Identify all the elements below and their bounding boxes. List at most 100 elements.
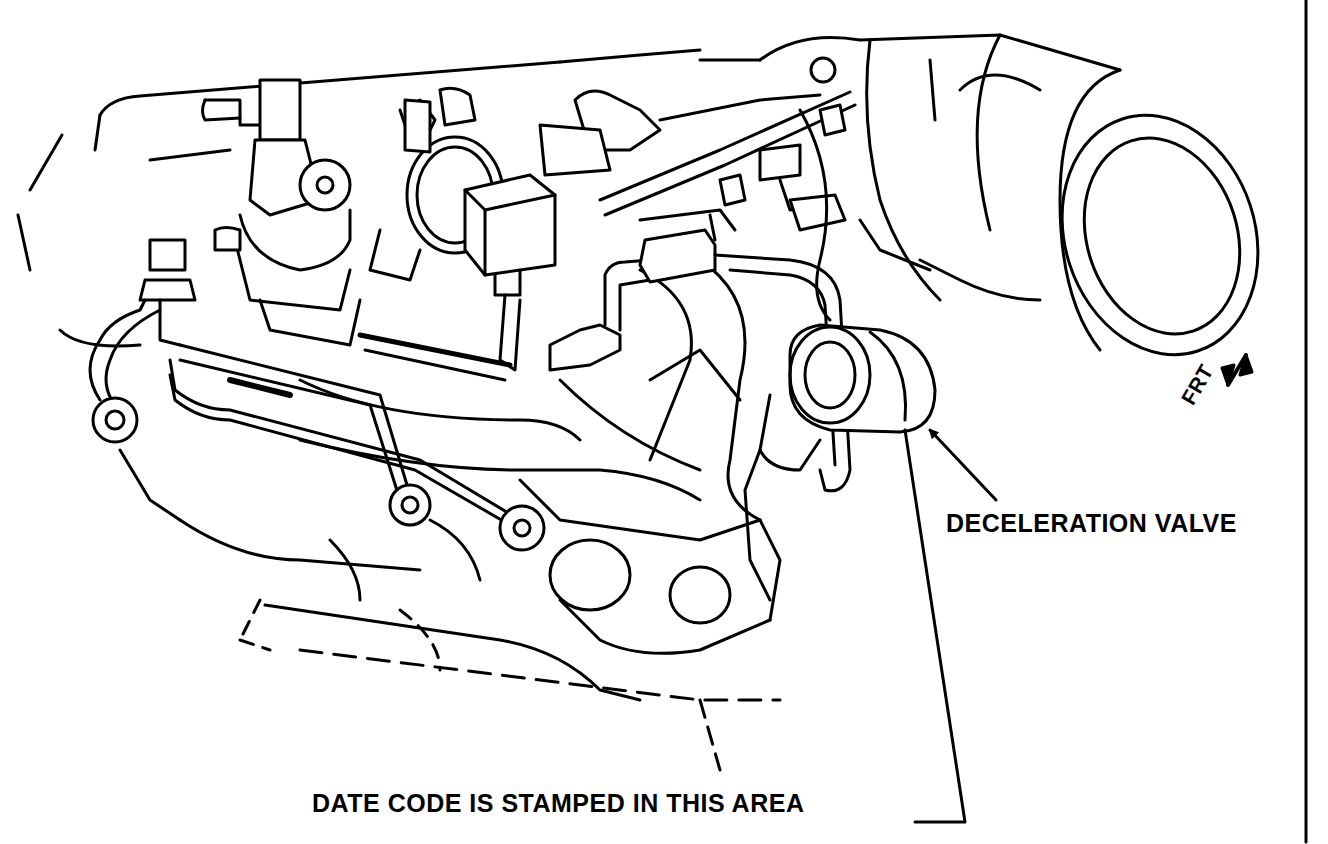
vacuum-hoses (710, 215, 715, 240)
air-injection-tube (514, 520, 530, 536)
engine-block (120, 450, 180, 520)
deceleration-valve (760, 395, 820, 470)
egr-valve (495, 270, 520, 295)
air-injection-tube (170, 360, 520, 520)
air-intake-duct (1032, 90, 1288, 381)
egr-valve (465, 175, 555, 275)
frame-line (1305, 0, 1308, 842)
check-valve (235, 240, 350, 310)
air-intake-duct (1060, 118, 1264, 355)
egr-valve (440, 88, 475, 125)
vacuum-hoses (550, 325, 620, 370)
exhaust-manifold (400, 610, 440, 670)
egr-valve (405, 100, 430, 152)
air-intake-duct (700, 59, 760, 62)
engine-block (18, 50, 780, 620)
egr-valve (465, 190, 555, 210)
check-valve (203, 100, 241, 120)
air-intake-duct (700, 35, 1288, 380)
exhaust-manifold (240, 520, 780, 770)
engine-block (520, 480, 760, 540)
air-injection-tube (402, 497, 418, 513)
front-arrow (1240, 355, 1252, 375)
air-injection-tube (230, 380, 290, 395)
deceleration-valve (745, 325, 935, 600)
air-intake-duct (1060, 70, 1120, 350)
air-intake-duct (960, 75, 1040, 90)
air-injection-tube (93, 398, 137, 442)
deceleration-valve (790, 327, 870, 423)
air-injection-tube (500, 506, 544, 550)
egr-valve (360, 335, 510, 365)
direction-label: FRT (1176, 361, 1217, 409)
engine-block (650, 350, 740, 400)
egr-valve (500, 295, 520, 370)
air-intake-duct (930, 60, 935, 120)
engine-block (760, 520, 780, 620)
exhaust-manifold (240, 600, 260, 640)
egr-valve (360, 88, 555, 380)
air-intake-duct (977, 35, 1000, 230)
air-injection-tube (170, 375, 510, 525)
engine-block (700, 260, 760, 520)
check-valve (205, 100, 260, 125)
frame-line (1305, 0, 1308, 842)
vacuum-hoses (660, 95, 820, 120)
engine-block (640, 270, 691, 460)
air-intake-duct (920, 260, 1040, 300)
exhaust-manifold (330, 540, 360, 600)
air-injection-tube (90, 240, 544, 550)
air-injection-tube (140, 280, 195, 300)
vacuum-hoses (540, 125, 610, 175)
check-valve (260, 300, 360, 345)
exhaust-manifold (430, 520, 480, 580)
engine-block (150, 150, 230, 160)
deceleration-valve (745, 450, 770, 600)
air-intake-duct (800, 110, 830, 320)
engine-block (560, 50, 700, 62)
exhaust-manifold (550, 540, 630, 610)
leader-line (905, 430, 965, 822)
vacuum-hoses (790, 195, 845, 230)
engine-block (180, 520, 420, 570)
exhaust-manifold (300, 650, 780, 700)
exhaust-manifold (670, 567, 730, 623)
leader-line (905, 430, 996, 822)
engine-block (560, 380, 700, 470)
deceleration-valve (870, 332, 906, 420)
check-valve (215, 228, 240, 251)
air-intake-duct (811, 58, 835, 82)
egr-valve (370, 230, 420, 280)
part-label: DECELERATION VALVE (946, 510, 1237, 538)
air-injection-tube (160, 300, 180, 345)
deceleration-valve (805, 342, 855, 408)
vacuum-hoses (620, 280, 650, 330)
exhaust-manifold (700, 700, 720, 770)
note-label: DATE CODE IS STAMPED IN THIS AREA (312, 790, 804, 818)
air-intake-duct (867, 40, 940, 300)
check-valve (240, 210, 350, 270)
air-injection-tube (180, 360, 400, 500)
egr-valve (484, 210, 487, 275)
air-intake-duct (860, 220, 930, 270)
check-valve (317, 177, 333, 193)
check-valve (300, 160, 350, 210)
engine-block (18, 215, 30, 270)
air-injection-tube (106, 310, 160, 405)
air-injection-tube (150, 240, 185, 270)
vacuum-hoses (720, 175, 745, 205)
air-injection-tube (90, 300, 145, 400)
engine-block (95, 115, 100, 150)
vacuum-hoses (640, 210, 735, 230)
engine-block (300, 440, 700, 500)
air-injection-tube (390, 485, 430, 525)
vacuum-hoses (640, 230, 715, 282)
front-arrow (1222, 365, 1234, 385)
front-arrow (1222, 355, 1252, 385)
deceleration-valve (790, 325, 935, 432)
vacuum-hoses (760, 145, 800, 180)
egr-valve (365, 350, 505, 380)
air-injection-tube (106, 411, 124, 429)
engine-block (30, 135, 62, 190)
